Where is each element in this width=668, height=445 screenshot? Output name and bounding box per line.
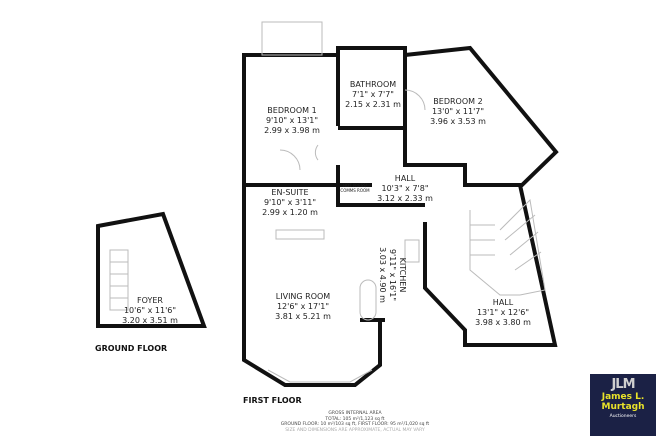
door-swing [314, 144, 319, 161]
fireplace [275, 229, 325, 240]
agency-logo: JLM James L. Murtagh Auctioneers [590, 374, 656, 436]
living-walls [242, 200, 382, 387]
stairs-left [109, 249, 129, 311]
room-label-hot-press: HOT PRESS/ COMMS ROOM [340, 183, 370, 193]
bedroom2-walls [403, 45, 559, 187]
bay-window [267, 369, 373, 383]
kitchen-walls [423, 184, 558, 347]
cooker-icon [404, 239, 420, 263]
foyer-walls [96, 211, 207, 328]
hall-walls [336, 165, 425, 207]
bathroom-walls [336, 46, 407, 130]
ground-floor-title: GROUND FLOOR [95, 344, 168, 353]
door-swing [404, 89, 426, 111]
stairs-hall [469, 198, 546, 296]
kitchen-island [359, 279, 377, 321]
balcony [261, 21, 323, 56]
area-summary: GROSS INTERNAL AREA TOTAL: 105 m²/1,123 … [280, 411, 430, 433]
first-floor-title: FIRST FLOOR [243, 396, 302, 405]
door-swing [279, 149, 301, 171]
